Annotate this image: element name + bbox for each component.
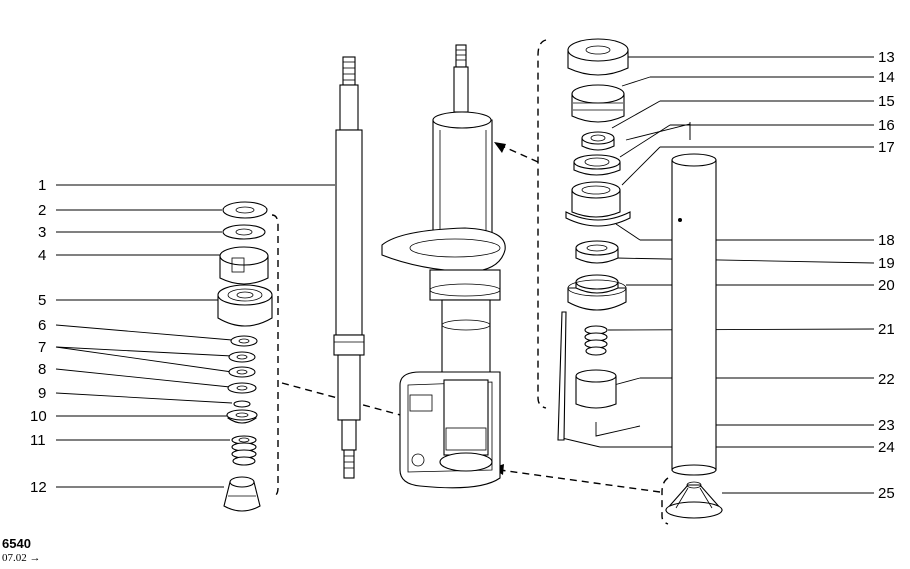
callout-6: 6 [38, 317, 46, 334]
callout-22: 22 [878, 371, 895, 388]
threaded-ring-14 [571, 84, 625, 123]
sleeve-22 [575, 369, 617, 409]
callout-21: 21 [878, 321, 895, 338]
callout-2: 2 [38, 202, 46, 219]
callout-20: 20 [878, 277, 895, 294]
stack-washer-2 [222, 201, 268, 219]
callout-5: 5 [38, 292, 46, 309]
stack-spring-11 [231, 435, 257, 466]
callout-11: 11 [30, 432, 46, 449]
stack-bump-stop-12 [223, 476, 261, 512]
seat-20 [567, 274, 627, 311]
piston-rod [333, 56, 365, 479]
callout-12: 12 [30, 479, 47, 496]
callout-10: 10 [30, 408, 47, 425]
callout-16: 16 [878, 117, 895, 134]
callout-25: 25 [878, 485, 895, 502]
stack-bushing-4 [219, 246, 269, 285]
callout-19: 19 [878, 255, 895, 272]
ring-16 [573, 154, 621, 176]
bushing-19 [575, 240, 619, 264]
top-mount-13 [567, 38, 629, 76]
callout-18: 18 [878, 232, 895, 249]
callout-4: 4 [38, 247, 46, 264]
left-group-bracket [271, 214, 279, 498]
diagram-code: 6540 [2, 536, 31, 551]
spring-21 [584, 325, 608, 356]
callout-14: 14 [878, 69, 895, 86]
strut-body [381, 44, 506, 489]
callout-23: 23 [878, 417, 895, 434]
rod-24 [557, 311, 567, 441]
callout-13: 13 [878, 49, 895, 66]
callout-7: 7 [38, 339, 46, 356]
stack-washers-6-9 [227, 335, 258, 408]
stack-cup-10 [226, 409, 258, 424]
diagram-date: 07.02 → [2, 552, 41, 564]
callout-17: 17 [878, 139, 895, 156]
seal-15 [581, 131, 615, 151]
callout-8: 8 [38, 361, 46, 378]
stack-washer-3 [222, 224, 266, 240]
callout-3: 3 [38, 224, 46, 241]
stack-bearing-5 [217, 284, 273, 327]
callout-15: 15 [878, 93, 895, 110]
callout-1: 1 [38, 177, 46, 194]
right-group-bracket [537, 39, 547, 409]
callout-9: 9 [38, 385, 46, 402]
guide-17-18 [565, 181, 631, 227]
tube-23 [671, 153, 717, 476]
callout-24: 24 [878, 439, 895, 456]
cap-25 [665, 481, 723, 519]
